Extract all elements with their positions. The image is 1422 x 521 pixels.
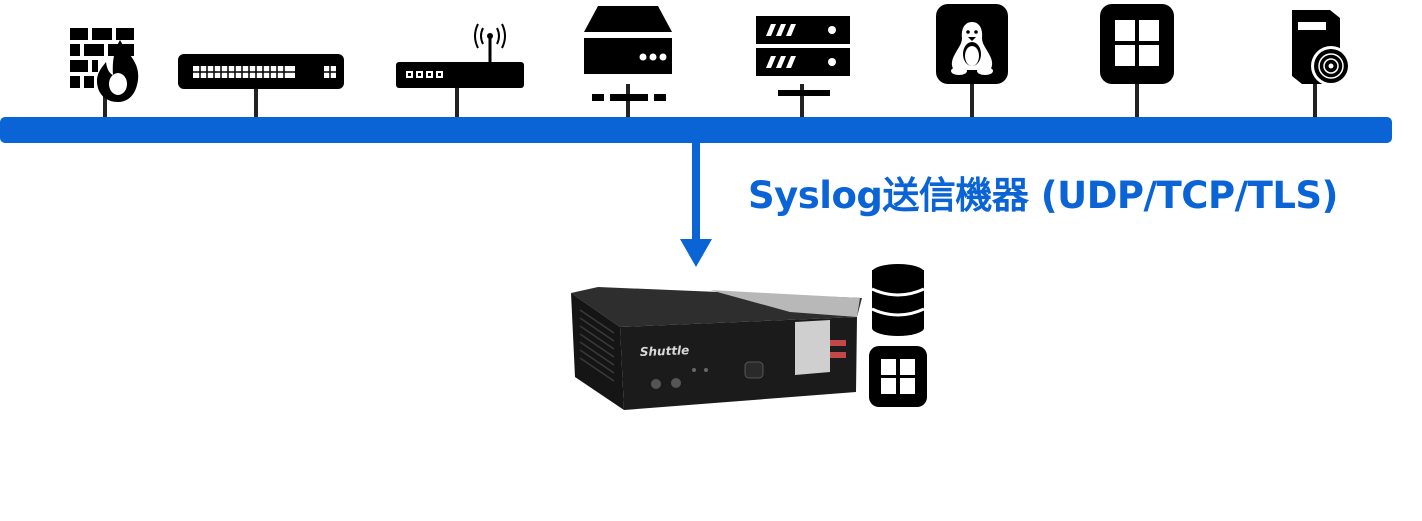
nas-server-icon [584,6,672,101]
firewall-icon [70,28,139,102]
down-arrow [680,143,712,267]
linux-icon [936,4,1008,84]
device-brand-label: Shuttle [640,343,690,359]
rack-server-icon [756,16,850,96]
wireless-router-icon [396,23,524,88]
syslog-sender-caption: Syslog送信機器 (UDP/TCP/TLS) [748,174,1338,217]
receiver-windows-icon [869,346,927,407]
receiver-device: Shuttle [571,287,862,410]
network-bus [0,117,1392,143]
windows-icon [1100,4,1174,84]
software-package-icon [1292,10,1351,86]
device-connectors [103,84,1317,118]
switch-icon [178,54,344,89]
database-icon [871,264,925,336]
